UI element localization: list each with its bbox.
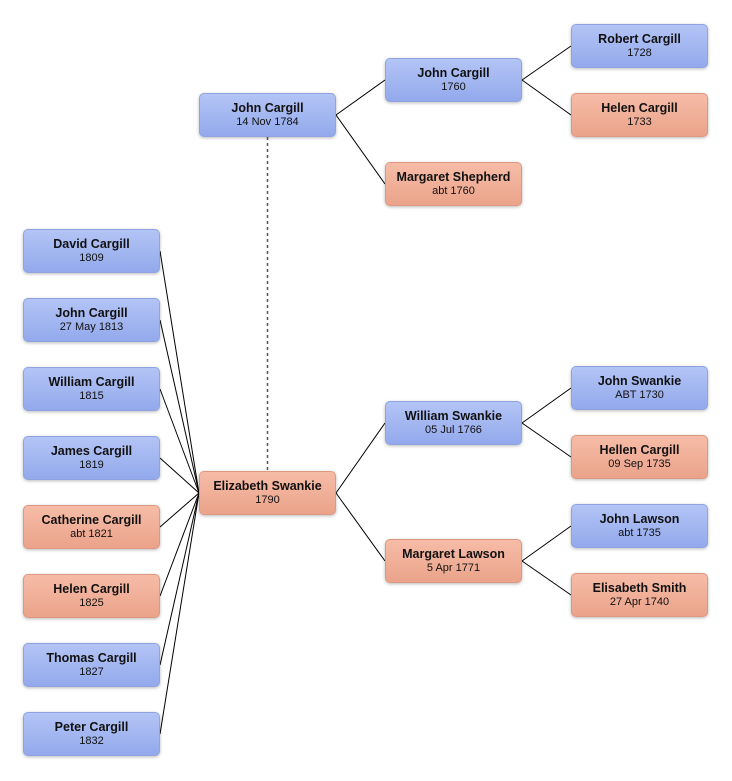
person-date: 05 Jul 1766 <box>425 424 482 436</box>
child-line <box>159 388 200 494</box>
person-date: 1815 <box>79 390 104 402</box>
person-date: 14 Nov 1784 <box>236 116 299 128</box>
person-margaret-lawson[interactable]: Margaret Lawson 5 Apr 1771 <box>385 539 522 583</box>
child-line <box>159 492 200 666</box>
person-date: 1760 <box>441 81 466 93</box>
person-name: William Cargill <box>48 375 135 389</box>
person-name: John Cargill <box>231 101 304 115</box>
person-robert-cargill[interactable]: Robert Cargill 1728 <box>571 24 708 68</box>
person-date: 1819 <box>79 459 104 471</box>
person-david-cargill[interactable]: David Cargill 1809 <box>23 229 160 273</box>
child-line <box>159 492 200 735</box>
child-line <box>159 492 200 597</box>
person-date: 1728 <box>627 47 652 59</box>
person-date: 5 Apr 1771 <box>426 562 481 574</box>
child-line <box>159 492 200 528</box>
person-hellen-cargill[interactable]: Hellen Cargill 09 Sep 1735 <box>571 435 708 479</box>
parent-line <box>335 492 386 562</box>
person-name: Elizabeth Swankie <box>213 479 322 493</box>
person-date: 1809 <box>79 252 104 264</box>
person-name: Robert Cargill <box>598 32 681 46</box>
person-name: Helen Cargill <box>53 582 130 596</box>
person-william-swankie[interactable]: William Swankie 05 Jul 1766 <box>385 401 522 445</box>
person-catherine-cargill[interactable]: Catherine Cargill abt 1821 <box>23 505 160 549</box>
person-date: abt 1760 <box>432 185 475 197</box>
person-name: Margaret Shepherd <box>396 170 511 184</box>
person-name: William Swankie <box>404 409 503 423</box>
person-john-cargill-1813[interactable]: John Cargill 27 May 1813 <box>23 298 160 342</box>
person-elizabeth-swankie[interactable]: Elizabeth Swankie 1790 <box>199 471 336 515</box>
person-date: ABT 1730 <box>615 389 664 401</box>
child-line <box>159 319 200 494</box>
person-name: Helen Cargill <box>601 101 678 115</box>
parent-line <box>521 45 572 81</box>
parent-line <box>335 114 386 185</box>
person-margaret-shepherd[interactable]: Margaret Shepherd abt 1760 <box>385 162 522 206</box>
person-date: 1832 <box>79 735 104 747</box>
person-date: 27 May 1813 <box>59 321 124 333</box>
person-date: 27 Apr 1740 <box>609 596 670 608</box>
person-john-swankie[interactable]: John Swankie ABT 1730 <box>571 366 708 410</box>
person-name: John Cargill <box>417 66 490 80</box>
person-thomas-cargill[interactable]: Thomas Cargill 1827 <box>23 643 160 687</box>
person-name: John Cargill <box>55 306 128 320</box>
person-john-cargill-1760[interactable]: John Cargill 1760 <box>385 58 522 102</box>
person-peter-cargill[interactable]: Peter Cargill 1832 <box>23 712 160 756</box>
person-date: abt 1735 <box>618 527 661 539</box>
person-name: Peter Cargill <box>54 720 129 734</box>
person-john-lawson[interactable]: John Lawson abt 1735 <box>571 504 708 548</box>
parent-line <box>521 525 572 562</box>
person-name: Elisabeth Smith <box>592 581 687 595</box>
person-name: Catherine Cargill <box>41 513 142 527</box>
child-line <box>159 457 200 494</box>
person-date: 1790 <box>255 494 280 506</box>
parent-line <box>521 560 572 596</box>
person-name: Thomas Cargill <box>46 651 137 665</box>
parent-line <box>521 79 572 116</box>
person-date: 1825 <box>79 597 104 609</box>
person-john-cargill-1784[interactable]: John Cargill 14 Nov 1784 <box>199 93 336 137</box>
person-name: Margaret Lawson <box>402 547 505 561</box>
parent-line <box>521 387 572 424</box>
child-line <box>159 250 200 494</box>
person-elisabeth-smith[interactable]: Elisabeth Smith 27 Apr 1740 <box>571 573 708 617</box>
person-date: 1733 <box>627 116 652 128</box>
parent-line <box>521 422 572 458</box>
person-name: John Lawson <box>599 512 680 526</box>
person-date: 1827 <box>79 666 104 678</box>
person-helen-cargill-1733[interactable]: Helen Cargill 1733 <box>571 93 708 137</box>
person-james-cargill[interactable]: James Cargill 1819 <box>23 436 160 480</box>
person-name: John Swankie <box>597 374 682 388</box>
parent-line <box>335 79 386 116</box>
person-name: David Cargill <box>53 237 130 251</box>
person-date: 09 Sep 1735 <box>608 458 671 470</box>
person-name: Hellen Cargill <box>599 443 680 457</box>
person-william-cargill[interactable]: William Cargill 1815 <box>23 367 160 411</box>
person-date: abt 1821 <box>70 528 113 540</box>
person-helen-cargill-1825[interactable]: Helen Cargill 1825 <box>23 574 160 618</box>
person-name: James Cargill <box>50 444 133 458</box>
parent-line <box>335 422 386 494</box>
